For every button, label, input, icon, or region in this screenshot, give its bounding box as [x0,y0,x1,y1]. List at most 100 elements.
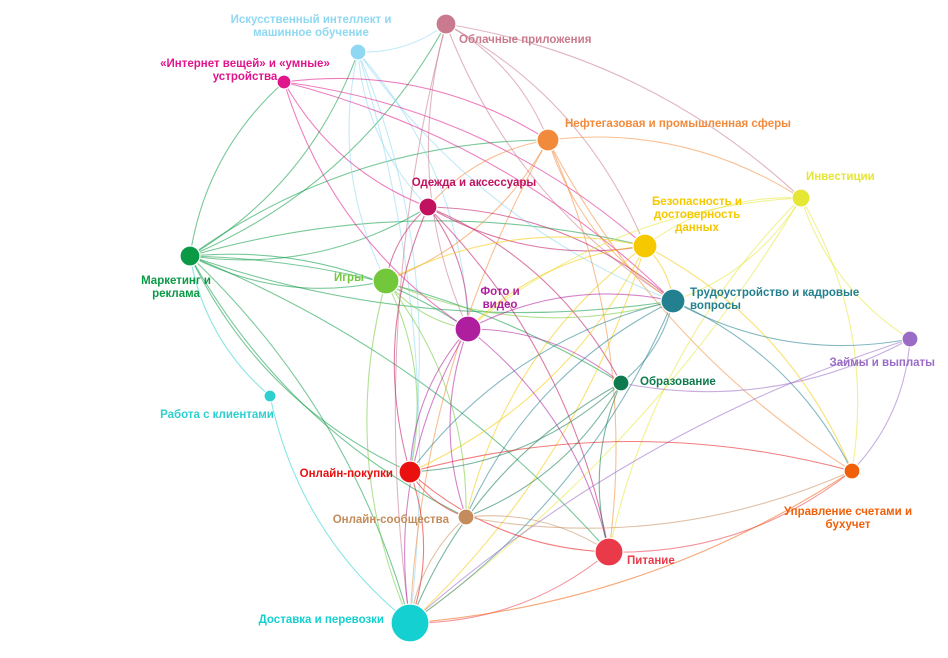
node-food [594,537,624,567]
edge-security-games [385,236,646,282]
edge-ai-hr [357,51,674,302]
node-communities [457,508,475,526]
edge-loans-education [620,338,911,393]
node-label-clothes: Одежда и аксессуары [412,177,537,189]
edge-loans-delivery [409,338,911,624]
edge-hr-communities [465,300,674,518]
edge-clothes-education [427,206,622,384]
edge-photo-hr [467,293,674,330]
edge-marketing-clothes [189,206,429,261]
node-hr [660,288,686,314]
edge-security-accounting [644,245,853,472]
node-games [372,267,400,295]
edge-accounting-delivery [409,470,853,624]
edge-cloud-invest [445,23,802,199]
edge-marketing-shopping [189,255,411,473]
node-loans [901,330,919,348]
edges-layer [189,23,911,624]
node-clothes [418,197,438,217]
edge-clothes-shopping [393,206,429,473]
edge-oil-invest [547,136,802,199]
edge-marketing-games [189,255,387,289]
node-oil [536,128,560,152]
edge-marketing-communities [189,255,467,518]
edge-clients-marketing [189,255,271,397]
edge-education-shopping [409,382,622,473]
edge-hr-shopping [409,300,674,473]
edge-cloud-photo [427,23,469,330]
node-accounting [843,462,861,480]
node-label-cloud: Облачные приложения [459,34,591,46]
edge-oil-food [547,139,617,553]
node-education [612,374,630,392]
edge-communities-accounting [465,470,853,529]
node-label-shopping: Онлайн-покупки [300,468,393,480]
edge-ai-clothes [357,51,429,208]
edge-clothes-food [427,206,610,553]
edge-iot-oil [283,77,549,141]
node-label-delivery: Доставка и перевозки [259,614,384,626]
node-label-oil: Нефтегазовая и промышленная сферы [565,118,791,130]
edge-invest-hr [672,197,802,302]
edge-ai-games [348,51,387,282]
node-label-loans: Займы и выплаты [830,357,936,369]
edge-food-delivery [409,551,610,624]
edge-clothes-photo [427,206,469,330]
edge-marketing-education [189,255,622,384]
edge-food-accounting [608,470,853,553]
edge-marketing-iot [189,81,285,257]
node-label-invest: Инвестиции [806,171,875,183]
node-invest [791,188,811,208]
node-security [632,233,658,259]
edge-shopping-accounting [409,440,853,473]
edge-photo-communities [449,328,469,518]
node-delivery [390,603,430,643]
edge-security-communities [465,245,646,518]
edge-invest-loans [800,197,911,340]
edge-oil-accounting [547,139,853,472]
edge-games-communities [385,280,467,518]
nodes-layer [179,13,919,643]
node-label-education: Образование [640,376,716,388]
edge-marketing-ai [189,51,359,257]
edge-oil-delivery [409,139,549,624]
node-label-games: Игры [334,272,364,284]
edge-hr-delivery [409,300,674,624]
edge-photo-food [467,328,610,553]
edge-education-food [598,382,622,553]
node-label-clients: Работа с клиентами [160,409,274,421]
edge-cloud-oil [445,23,549,141]
edge-oil-games [385,139,549,282]
edge-iot-security [283,81,646,247]
node-cloud [435,13,457,35]
edge-marketing-security [189,220,646,257]
edge-invest-accounting [800,197,859,472]
node-iot [276,74,292,90]
node-shopping [398,460,422,484]
edge-security-delivery [409,245,646,624]
edge-invest-food [608,197,802,553]
edge-invest-photo [467,197,802,330]
edge-communities-food [465,515,610,553]
edge-games-delivery [366,280,411,624]
edge-education-delivery [409,382,622,624]
edge-loans-accounting [851,338,911,472]
node-label-food: Питание [627,555,675,567]
edge-education-communities [465,382,622,518]
edge-photo-education [467,328,622,384]
edge-marketing-hr [189,255,674,314]
edge-iot-clothes [283,81,429,208]
node-label-communities: Онлайн-сообщества [333,514,450,526]
edge-iot-hr [283,81,674,302]
edge-photo-shopping [409,328,469,473]
edge-security-shopping [409,245,646,473]
edge-clothes-hr [427,206,674,302]
edge-oil-clothes [427,139,549,208]
edge-marketing-delivery [189,255,411,624]
